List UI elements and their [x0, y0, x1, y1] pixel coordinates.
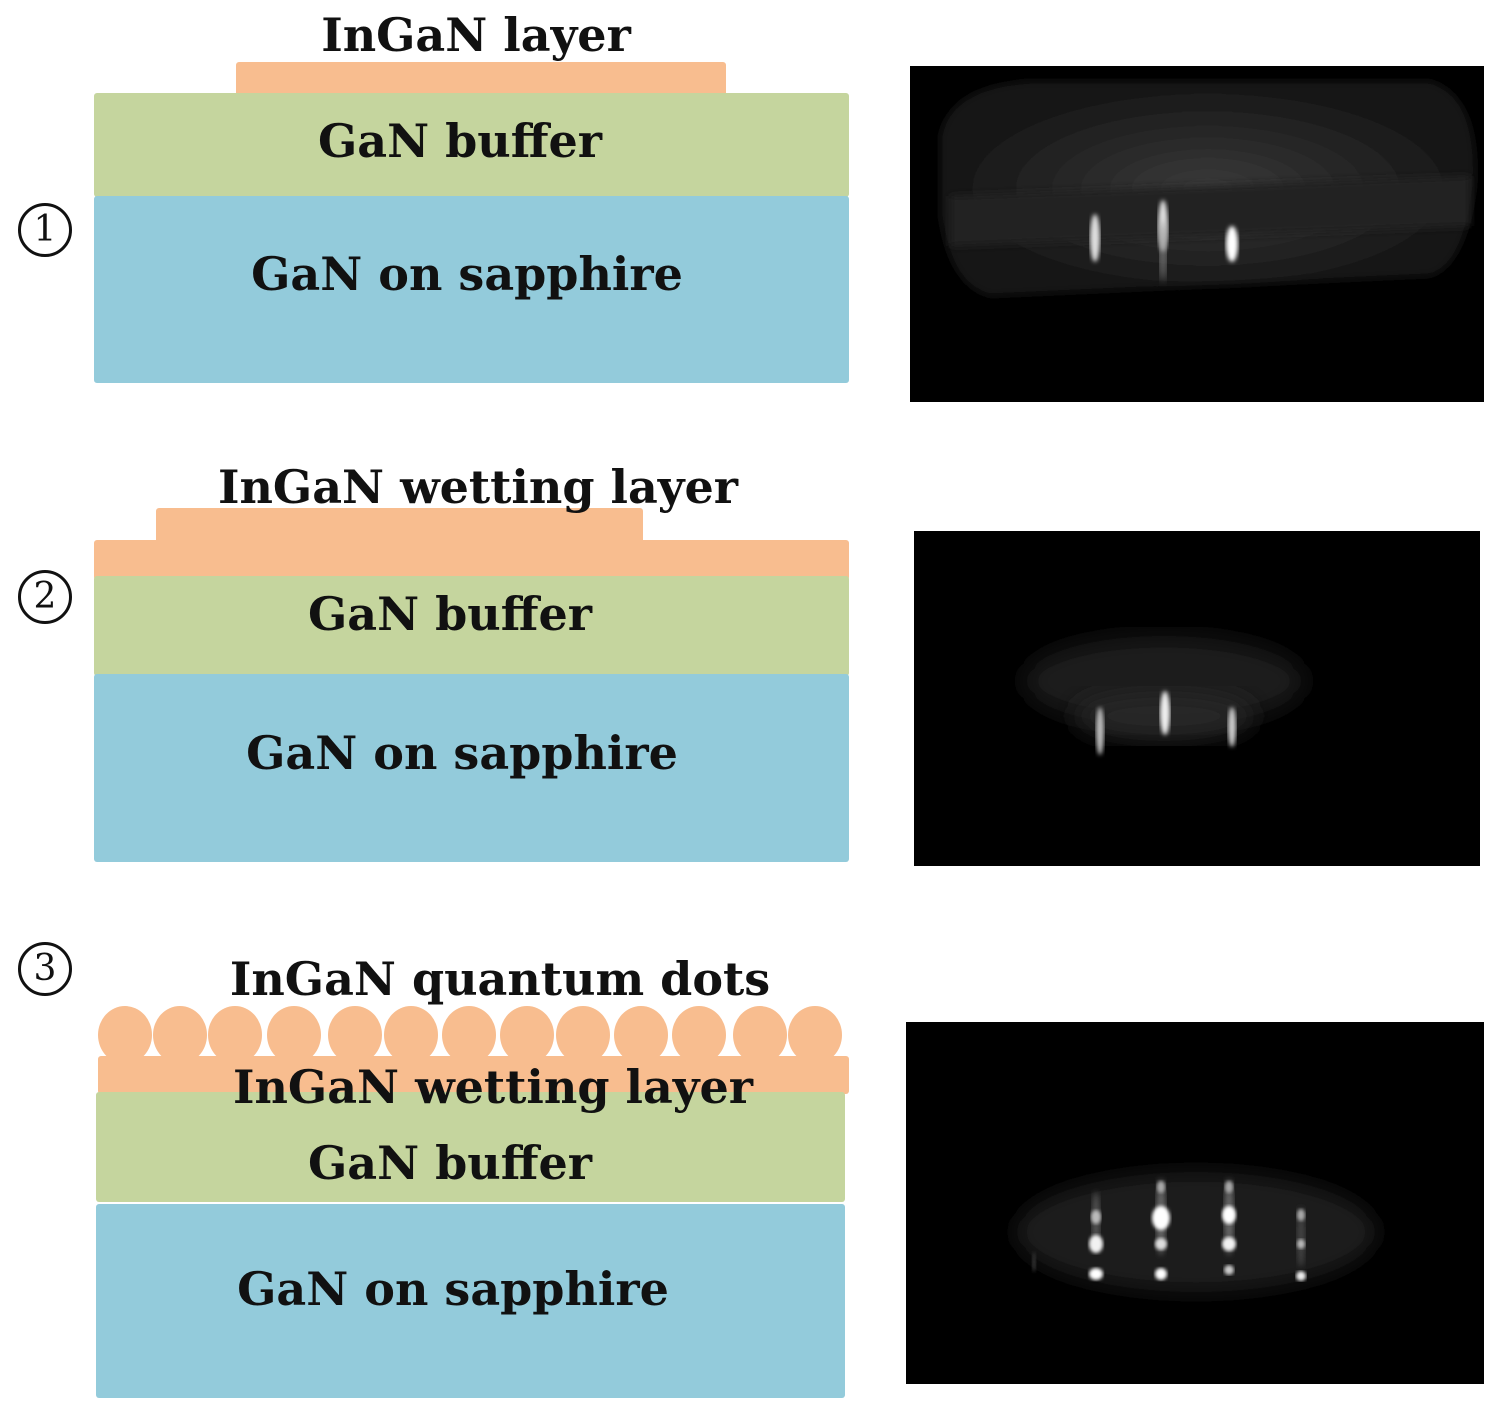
quantum-dot: [614, 1006, 668, 1064]
quantum-dot: [788, 1006, 842, 1064]
step-number-3-text: 3: [33, 948, 57, 989]
ingan-quantum-dots-label: InGaN quantum dots: [229, 952, 771, 1006]
ingan-wetting-layer-label: InGaN wetting layer: [217, 460, 739, 514]
quantum-dot: [672, 1006, 726, 1064]
gan-on-sapphire-label: GaN on sapphire: [237, 1262, 669, 1316]
gan-buffer-layer: [94, 576, 849, 676]
quantum-dot: [98, 1006, 152, 1064]
ingan-wetting-layer-label: InGaN wetting layer: [232, 1060, 754, 1114]
step-number-1: 1: [18, 203, 72, 257]
gan-buffer-label: GaN buffer: [307, 587, 593, 641]
quantum-dot: [500, 1006, 554, 1064]
quantum-dot: [267, 1006, 321, 1064]
ingan-wetting-layer: [94, 540, 849, 580]
step-number-3: 3: [18, 942, 72, 996]
gan-on-sapphire-layer: [94, 196, 849, 383]
quantum-dot: [733, 1006, 787, 1064]
step-number-1-text: 1: [33, 209, 57, 250]
quantum-dot: [208, 1006, 262, 1064]
quantum-dot: [556, 1006, 610, 1064]
ingan-layer-label: InGaN layer: [321, 8, 631, 62]
rheed-pattern-1: [910, 66, 1484, 402]
quantum-dot: [153, 1006, 207, 1064]
step-number-2: 2: [18, 570, 72, 624]
gan-buffer-layer: [96, 1092, 845, 1202]
gan-on-sapphire-label: GaN on sapphire: [251, 247, 683, 301]
quantum-dot: [442, 1006, 496, 1064]
step-number-2-text: 2: [33, 576, 57, 617]
gan-on-sapphire-label: GaN on sapphire: [246, 726, 678, 780]
gan-buffer-label: GaN buffer: [307, 1136, 593, 1190]
gan-on-sapphire-layer: [94, 674, 849, 862]
quantum-dot: [328, 1006, 382, 1064]
ingan-wetting-layer: [98, 1056, 849, 1094]
quantum-dot: [384, 1006, 438, 1064]
rheed-pattern-2: [914, 531, 1480, 866]
rheed-pattern-3: [906, 1022, 1484, 1384]
gan-buffer-layer: [94, 93, 849, 197]
gan-buffer-label: GaN buffer: [317, 114, 603, 168]
gan-on-sapphire-layer: [96, 1204, 845, 1398]
